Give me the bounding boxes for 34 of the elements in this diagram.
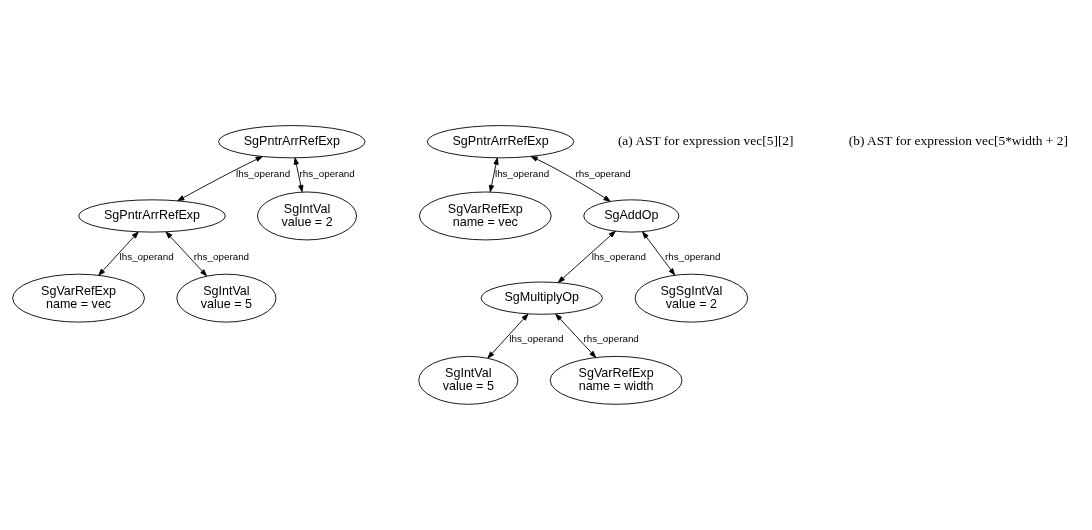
- arrow: [177, 156, 263, 202]
- edge-label: rhs_operand: [193, 250, 250, 262]
- arrow: [98, 231, 139, 276]
- edge-label: lhs_operand: [494, 168, 550, 180]
- arrow: [530, 155, 611, 202]
- label: (a) AST for expression vec[5][2]: [617, 132, 794, 148]
- arrow: [555, 313, 597, 358]
- edge-label: rhs_operand: [665, 250, 721, 262]
- node-ellipse: SgPntrArrRefExp: [426, 125, 575, 159]
- node-ellipse: SgVarRefExp name = width: [549, 355, 683, 405]
- node-ellipse: SgAddOp: [583, 199, 680, 233]
- arrow: [165, 231, 208, 277]
- arrow: [557, 230, 616, 283]
- arrow: [293, 157, 304, 193]
- edge-label: lhs_operand: [236, 168, 291, 180]
- arrow: [487, 313, 529, 359]
- node-ellipse: SgMultiplyOp: [480, 281, 603, 315]
- edge-label: rhs_operand: [575, 168, 631, 180]
- arrow: [488, 157, 499, 193]
- node-ellipse: SgPntrArrRefExp: [218, 125, 366, 159]
- node-ellipse: SgPntrArrRefExp: [78, 199, 226, 233]
- node-ellipse: SgVarRefExp name = vec: [418, 191, 552, 241]
- arrow: [642, 231, 676, 276]
- label: (b) AST for expression vec[5*width + 2]: [848, 132, 1068, 148]
- node-ellipse: SgIntVal value = 5: [418, 355, 519, 405]
- edge-label: lhs_operand: [119, 250, 174, 262]
- node-ellipse: SgIntVal value = 2: [257, 191, 358, 241]
- node-ellipse: SgVarRefExp name = vec: [12, 273, 145, 323]
- node-ellipse: SgIntVal value = 5: [176, 273, 277, 323]
- edge-label: lhs_operand: [509, 332, 564, 344]
- node-ellipse: SgSgIntVal value = 2: [634, 273, 749, 323]
- edge-label: lhs_operand: [591, 250, 646, 262]
- edge-label: rhs_operand: [299, 168, 355, 180]
- edge-label: rhs_operand: [583, 332, 639, 344]
